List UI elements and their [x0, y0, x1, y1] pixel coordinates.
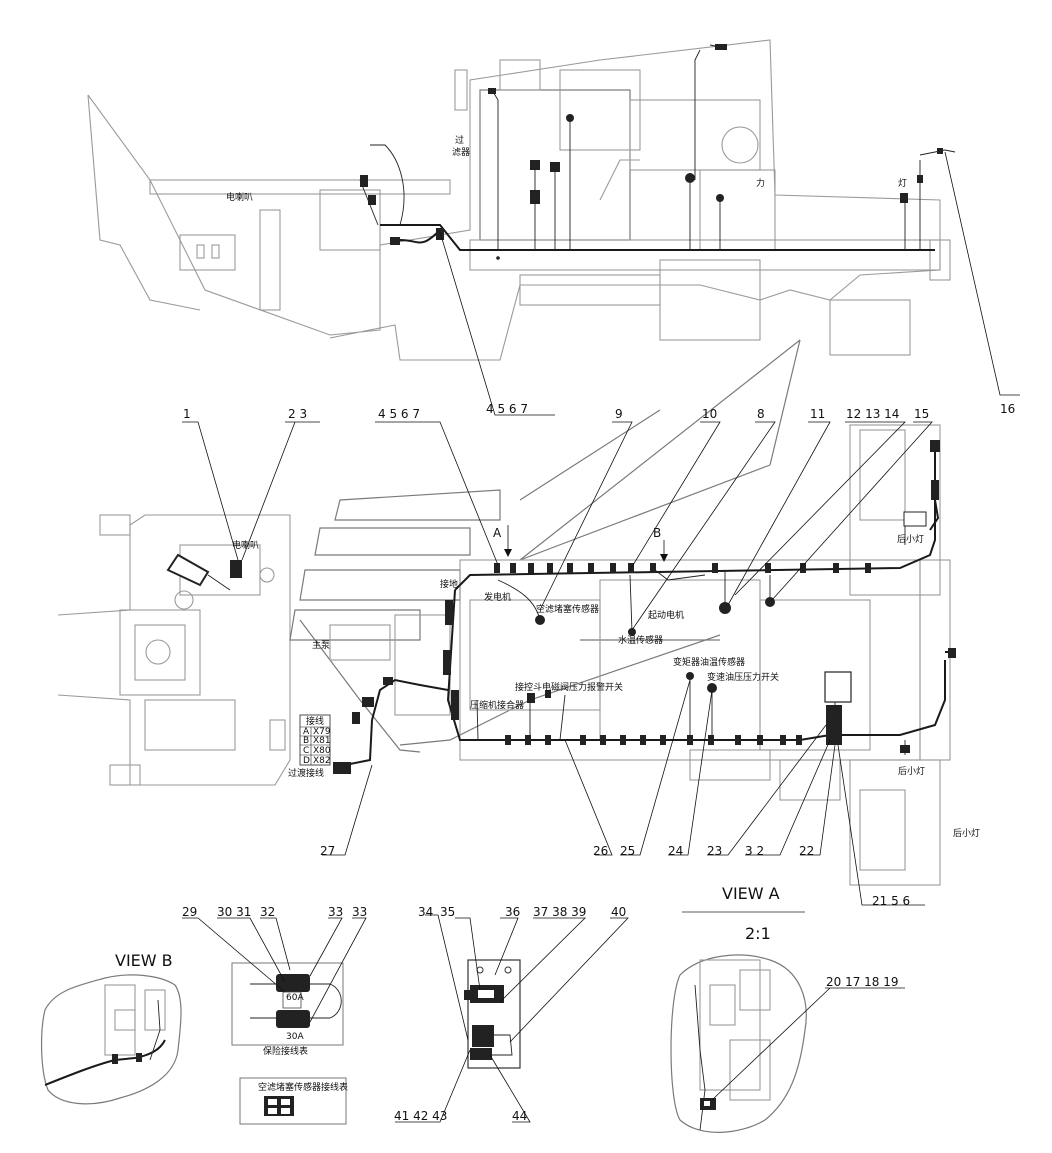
- top-label-horn: 电喇叭: [226, 191, 253, 203]
- view-marker-a: A: [493, 526, 502, 540]
- main-view: A B 电喇叭 接地 发电机 空滤堵塞传感器 起动电机 水温传感器 变矩器油温传…: [57, 339, 980, 908]
- top-view: 电喇叭 过 滤器 灯 力 4 5 6 7 16: [87, 39, 1020, 416]
- fuse-30a: 30A: [286, 1032, 304, 1042]
- wiring-table-cell: X82: [313, 756, 331, 766]
- sensor-table-caption: 空滤堵塞传感器接线表: [258, 1081, 348, 1093]
- label-trans-pressure: 变速油压压力开关: [707, 671, 779, 683]
- callout-33: 33: [328, 905, 343, 919]
- callout-3-2: 3 2: [745, 844, 764, 858]
- label-torque-temp: 变矩器油温传感器: [673, 656, 745, 668]
- relay-box: 34 35 36 37 38 39 40 41 42 43 44: [394, 905, 629, 1123]
- label-rear-lamp-1: 后小灯: [897, 534, 924, 545]
- callout-22: 22: [799, 844, 814, 858]
- callout-27: 27: [320, 844, 335, 858]
- callout-30-31: 30 31: [217, 905, 251, 919]
- wiring-table-cell: D: [303, 756, 310, 766]
- callout-top-4567: 4 5 6 7: [486, 402, 528, 416]
- callout-main-4567: 4 5 6 7: [378, 407, 420, 421]
- fuse-60a: 60A: [286, 993, 304, 1003]
- callout-35: 35: [440, 905, 455, 919]
- top-label-filter-1: 过: [455, 134, 464, 146]
- view-a-title: VIEW A: [722, 884, 780, 903]
- callout-40: 40: [611, 905, 626, 919]
- label-alternator: 发电机: [484, 591, 511, 603]
- callout-16: 16: [1000, 402, 1015, 416]
- label-horn: 电喇叭: [232, 539, 259, 551]
- callout-44: 44: [512, 1109, 527, 1123]
- sensor-table: 空滤堵塞传感器接线表: [239, 1077, 348, 1125]
- top-label-power: 力: [756, 177, 765, 189]
- label-rear-lamp-3: 后小灯: [953, 828, 980, 839]
- callout-9: 9: [615, 407, 623, 421]
- callout-23: 23: [707, 844, 722, 858]
- wiring-table: 接线 A X79 B X81 C X80 D X82: [299, 714, 331, 766]
- callout-15: 15: [914, 407, 929, 421]
- label-rear-lamp-2: 后小灯: [898, 766, 925, 777]
- callout-20-17-18-19: 20 17 18 19: [826, 975, 899, 989]
- callout-12-13-14: 12 13 14: [846, 407, 899, 421]
- wiring-table-cell: C: [303, 746, 309, 756]
- callout-1: 1: [183, 407, 191, 421]
- callout-11: 11: [810, 407, 825, 421]
- wiring-table-cell: A: [303, 727, 310, 737]
- fuse-panel: 60A 30A 保险接线表 29 30 31 32 33 33: [182, 905, 367, 1057]
- callout-24: 24: [668, 844, 683, 858]
- fuse-panel-caption: 保险接线表: [263, 1045, 308, 1057]
- label-transition: 过渡接线: [288, 767, 324, 779]
- top-label-lamp: 灯: [898, 178, 907, 189]
- callout-36: 36: [505, 905, 520, 919]
- wiring-table-cell: B: [303, 736, 309, 746]
- wiring-table-cell: X79: [313, 727, 331, 737]
- label-oil-switch: 接控斗电磁阀压力报警开关: [515, 681, 623, 693]
- callout-8: 8: [757, 407, 765, 421]
- wiring-table-cell: X81: [313, 736, 331, 746]
- callout-25: 25: [620, 844, 635, 858]
- callout-41-42-43: 41 42 43: [394, 1109, 447, 1123]
- view-a-scale: 2:1: [745, 924, 771, 943]
- label-compressor: 压缩机接合器: [470, 699, 524, 711]
- callout-32: 32: [260, 905, 275, 919]
- label-water-temp: 水温传感器: [618, 634, 663, 646]
- wiring-table-cell: X80: [313, 746, 331, 756]
- callout-2-3: 2 3: [288, 407, 307, 421]
- callout-34: 34: [418, 905, 433, 919]
- label-main-pump: 主泵: [312, 639, 330, 651]
- wiring-table-header: 接线: [306, 715, 324, 727]
- view-a: VIEW A 2:1 20 17 18 19: [670, 884, 905, 1133]
- callout-10: 10: [702, 407, 717, 421]
- label-starter: 起动电机: [648, 609, 684, 621]
- view-marker-b: B: [653, 526, 661, 540]
- view-b-title: VIEW B: [115, 951, 173, 970]
- top-label-filter-2: 滤器: [452, 146, 470, 158]
- callout-26: 26: [593, 844, 608, 858]
- callout-29: 29: [182, 905, 197, 919]
- callout-37-38-39: 37 38 39: [533, 905, 586, 919]
- callout-21-5-6: 21 5 6: [872, 894, 910, 908]
- label-air-filter-sensor: 空滤堵塞传感器: [536, 603, 599, 615]
- callout-33-b: 33: [352, 905, 367, 919]
- view-b: VIEW B: [40, 951, 182, 1105]
- label-ground: 接地: [440, 578, 458, 590]
